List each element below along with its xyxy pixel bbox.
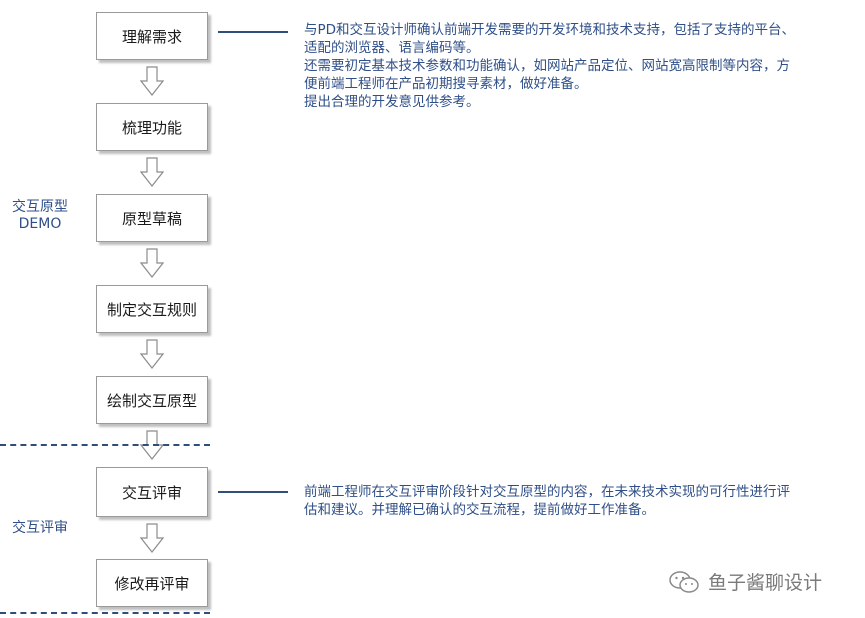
down-arrow-icon <box>140 339 164 369</box>
step-interaction-rules: 制定交互规则 <box>96 285 208 333</box>
step-label: 制定交互规则 <box>106 300 197 319</box>
step-interaction-review: 交互评审 <box>96 467 208 517</box>
phase-label-demo: 交互原型 DEMO <box>0 199 80 233</box>
phase-label-review: 交互评审 <box>0 520 80 537</box>
phase-label-line: 交互评审 <box>12 520 68 536</box>
step-revise-review: 修改再评审 <box>96 559 208 607</box>
down-arrow-icon <box>140 523 164 553</box>
step-understand-requirements: 理解需求 <box>96 12 208 60</box>
phase-divider <box>0 612 210 614</box>
watermark: 鱼子酱聊设计 <box>668 568 822 595</box>
note-connector <box>218 491 288 493</box>
phase-label-line: DEMO <box>18 216 62 232</box>
phase-divider <box>0 444 210 446</box>
note-connector <box>218 31 288 33</box>
note-line: 估和建议。并理解已确认的交互流程，提前做好工作准备。 <box>304 502 655 518</box>
down-arrow-icon <box>140 66 164 96</box>
down-arrow-icon <box>140 248 164 278</box>
watermark-text: 鱼子酱聊设计 <box>708 572 823 594</box>
step-sort-functions: 梳理功能 <box>96 103 208 151</box>
note-review: 前端工程师在交互评审阶段针对交互原型的内容，在未来技术实现的可行性进行评 估和建… <box>304 483 859 519</box>
step-label: 修改再评审 <box>114 574 190 593</box>
note-line: 与PD和交互设计师确认前端开发需要的开发环境和技术支持，包括了支持的平台、 <box>304 22 796 38</box>
phase-label-line: 交互原型 <box>12 199 68 215</box>
note-requirements: 与PD和交互设计师确认前端开发需要的开发环境和技术支持，包括了支持的平台、 适配… <box>304 21 859 111</box>
step-label: 梳理功能 <box>121 118 182 137</box>
step-label: 原型草稿 <box>121 209 182 228</box>
step-prototype-draft: 原型草稿 <box>96 194 208 242</box>
note-line: 还需要初定基本技术参数和功能确认，如网站产品定位、网站宽高限制等内容，方 <box>304 58 790 74</box>
step-label: 交互评审 <box>121 483 182 502</box>
step-draw-prototype: 绘制交互原型 <box>96 376 208 424</box>
note-line: 适配的浏览器、语言编码等。 <box>304 40 480 56</box>
note-line: 便前端工程师在产品初期搜寻素材，做好准备。 <box>304 76 588 92</box>
wechat-icon <box>669 570 699 593</box>
note-line: 前端工程师在交互评审阶段针对交互原型的内容，在未来技术实现的可行性进行评 <box>304 484 790 500</box>
note-line: 提出合理的开发意见供参考。 <box>304 94 480 110</box>
step-label: 绘制交互原型 <box>106 391 197 410</box>
down-arrow-icon <box>140 157 164 187</box>
step-label: 理解需求 <box>121 27 182 46</box>
